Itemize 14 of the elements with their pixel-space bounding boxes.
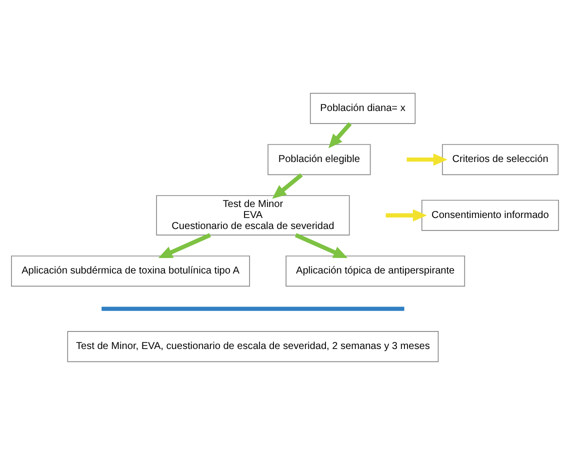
node-box: Población diana= x [310,92,416,124]
node-box: Población elegible [268,144,371,176]
arrow [386,209,427,222]
node-box: Aplicación subdérmica de toxina botulínica tipo A [11,256,250,287]
arrow [272,173,303,199]
node-box: Aplicación tópica de antiperspirante [286,256,466,287]
node-box: Test de Minor, EVA, cuestionario de escala de severidad, 2 semanas y 3 meses [67,331,439,362]
node-box: Criterios de selección [442,144,559,176]
arrow [158,233,211,258]
node-box: Test de Minor EVA Cuestionario de escala de severidad [156,195,350,236]
arrow [328,122,352,148]
arrow [294,233,348,258]
arrow [406,153,448,166]
node-box: Consentimiento informado [421,200,559,231]
